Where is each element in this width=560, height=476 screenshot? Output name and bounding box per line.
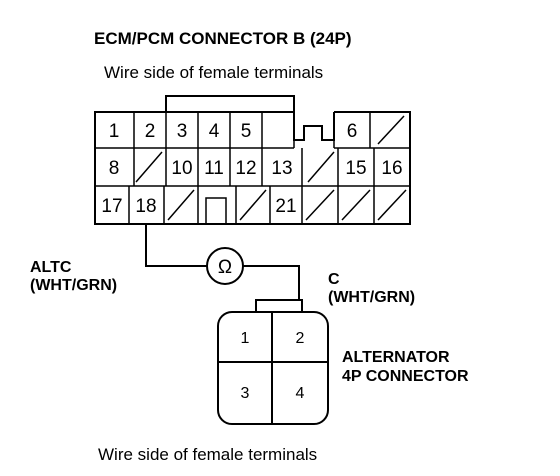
ecm-pin-12: 12 xyxy=(235,158,256,179)
ecm-pin-3: 3 xyxy=(177,121,188,142)
ecm-pin-5: 5 xyxy=(241,121,252,142)
alternator-connector: 1 2 3 4 xyxy=(217,299,329,425)
alternator-label-line1: ALTERNATOR xyxy=(342,349,450,366)
ecm-pin-15: 15 xyxy=(345,158,366,179)
wire-altc-color: (WHT/GRN) xyxy=(30,277,117,294)
ohm-icon: Ω xyxy=(218,257,232,278)
ecm-pin-8: 8 xyxy=(109,158,120,179)
ecm-connector-b: 1 2 3 4 5 6 8 10 11 12 13 15 16 17 18 21 xyxy=(94,95,411,225)
ecm-pin-6: 6 xyxy=(347,121,358,142)
alt-pin-1: 1 xyxy=(241,330,250,347)
ecm-pin-16: 16 xyxy=(381,158,402,179)
ecm-subtitle: Wire side of female terminals xyxy=(104,63,323,82)
bottom-subtitle: Wire side of female terminals xyxy=(98,445,317,464)
ecm-pin-2: 2 xyxy=(145,121,156,142)
wire-c-color: (WHT/GRN) xyxy=(328,289,415,306)
ecm-pin-10: 10 xyxy=(171,158,192,179)
alt-pin-4: 4 xyxy=(296,385,305,402)
test-circuit: Ω xyxy=(145,224,300,300)
ecm-pin-13: 13 xyxy=(271,158,292,179)
wire-c-name: C xyxy=(328,271,340,288)
ecm-pin-11: 11 xyxy=(204,158,224,179)
alternator-label-line2: 4P CONNECTOR xyxy=(342,368,469,385)
ecm-pin-17: 17 xyxy=(101,196,122,217)
alt-pin-2: 2 xyxy=(296,330,305,347)
ohmmeter-symbol xyxy=(206,247,244,285)
ecm-pin-4: 4 xyxy=(209,121,220,142)
alt-pin-3: 3 xyxy=(241,385,250,402)
ecm-pin-18: 18 xyxy=(135,196,156,217)
ecm-pin-21: 21 xyxy=(275,196,296,217)
ecm-pin-1: 1 xyxy=(109,121,120,142)
diagram-title: ECM/PCM CONNECTOR B (24P) xyxy=(94,29,352,48)
wire-altc-name: ALTC xyxy=(30,259,72,276)
